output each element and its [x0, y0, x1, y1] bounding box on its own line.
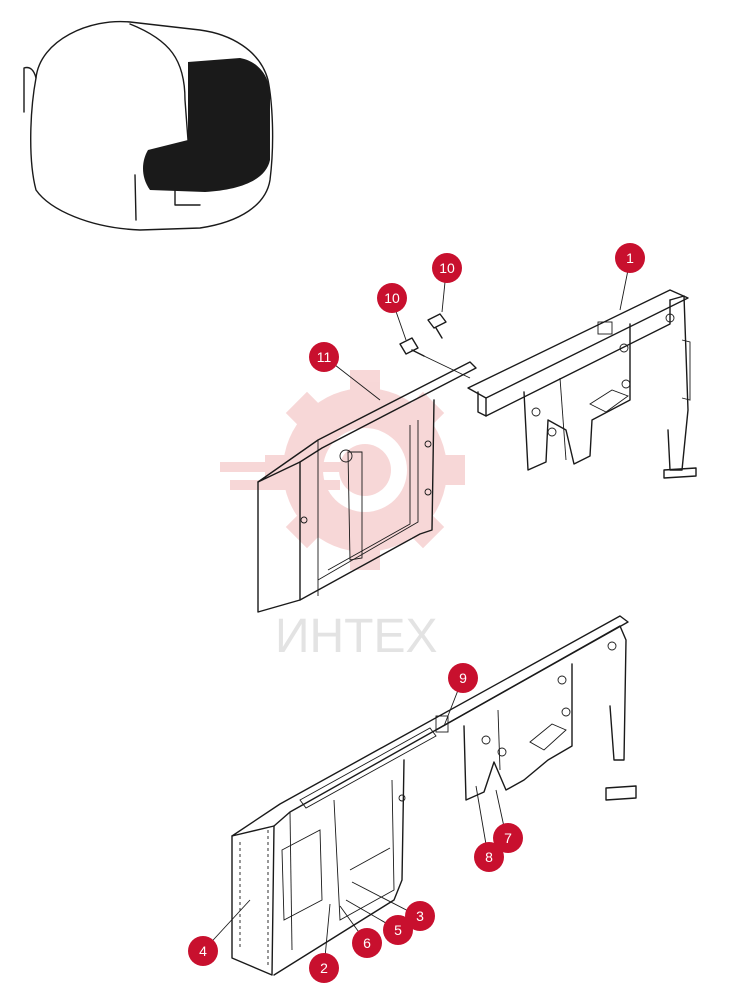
svg-text:2: 2: [320, 960, 328, 976]
callout-3: 3: [405, 901, 435, 931]
bolt-icon: [399, 313, 471, 379]
svg-text:11: 11: [317, 349, 332, 365]
callout-2: 2: [309, 953, 339, 983]
callout-6: 6: [352, 928, 382, 958]
callout-4: 4: [188, 936, 218, 966]
svg-text:3: 3: [416, 908, 424, 924]
svg-text:9: 9: [459, 670, 467, 686]
callout-10-lower: 10: [377, 283, 407, 313]
svg-text:1: 1: [626, 250, 634, 266]
svg-text:10: 10: [439, 260, 455, 276]
watermark-gear-icon: [220, 370, 465, 570]
seat-thumbnail: [23, 20, 274, 231]
part-1-side-frame: [467, 289, 697, 479]
svg-text:8: 8: [485, 849, 493, 865]
svg-text:6: 6: [363, 935, 371, 951]
callout-9: 9: [448, 663, 478, 693]
callout-7: 7: [493, 823, 523, 853]
lower-assembly: [231, 615, 637, 976]
callout-8: 8: [474, 842, 504, 872]
callout-5: 5: [383, 915, 413, 945]
callout-10-upper: 10: [432, 253, 462, 283]
svg-text:10: 10: [384, 290, 400, 306]
part-11-panel: [257, 361, 477, 613]
svg-text:7: 7: [504, 830, 512, 846]
svg-text:5: 5: [394, 922, 402, 938]
callout-1: 1: [615, 243, 645, 273]
callout-11: 11: [309, 342, 339, 372]
svg-text:4: 4: [199, 943, 207, 959]
watermark-text: ИНТЕХ: [275, 610, 438, 663]
